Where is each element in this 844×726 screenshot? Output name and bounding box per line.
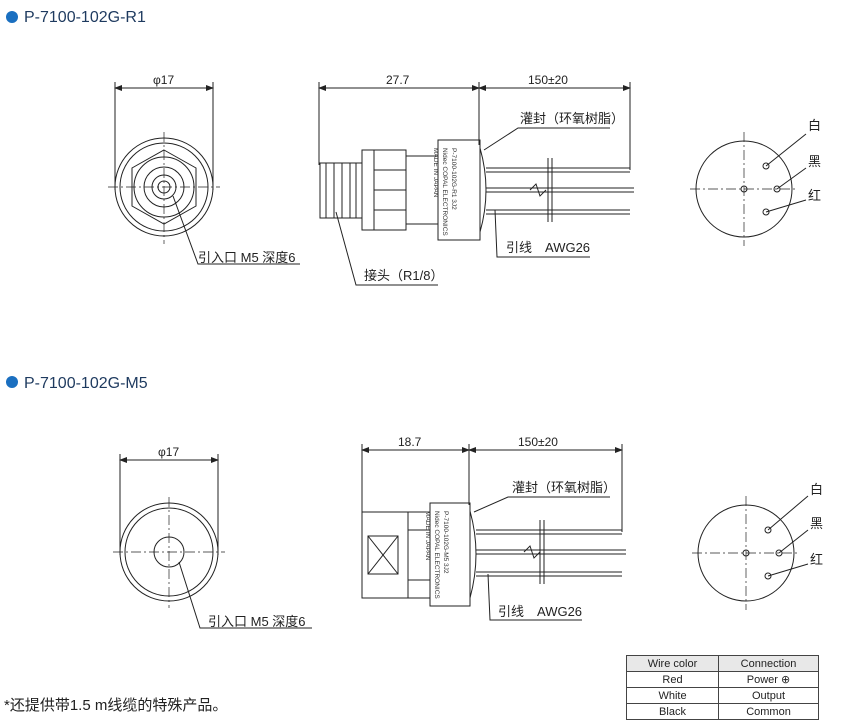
seal-note: 灌封（环氧树脂） xyxy=(520,111,624,126)
rear-view-m5 xyxy=(692,495,809,610)
lead-note: 引线 AWG26 xyxy=(506,240,590,255)
technical-drawing: P-7100-102G-R1 φ17 引入口 M5 深度6 xyxy=(6,9,823,629)
table-header: Connection xyxy=(718,655,819,672)
wire-label-red: 红 xyxy=(810,552,823,567)
wire-label-black: 黑 xyxy=(810,516,823,531)
model-m5: P-7100-102G-M5 φ17 引入口 M5 深度6 xyxy=(6,375,823,629)
seal-note: 灌封（环氧树脂） xyxy=(512,480,616,495)
wire-length-label: 150±20 xyxy=(518,435,558,449)
wire-length-label: 150±20 xyxy=(528,73,568,87)
table-row: White Output xyxy=(626,687,819,704)
wire-label-white: 白 xyxy=(808,118,821,133)
rear-view-r1 xyxy=(690,132,807,246)
length-label: 27.7 xyxy=(386,73,410,87)
table-cell: Black xyxy=(626,703,719,720)
table-cell: Output xyxy=(718,687,819,704)
bullet-icon xyxy=(6,11,18,23)
model-r1: P-7100-102G-R1 φ17 引入口 M5 深度6 xyxy=(6,9,821,286)
nameplate-line-1: P-7100-102G-R1 3J2 xyxy=(450,148,457,210)
nameplate-line-2: Nidec COPAL ELECTRONICS xyxy=(441,148,448,236)
lead-note: 引线 AWG26 xyxy=(498,604,582,619)
front-diameter-label: φ17 xyxy=(153,73,174,87)
table-header-row: Wire color Connection xyxy=(626,655,819,672)
table-cell: Power ⊕ xyxy=(718,671,819,688)
inlet-note: 引入口 M5 深度6 xyxy=(198,250,296,265)
wire-color-table: Wire color Connection Red Power ⊕ White … xyxy=(626,655,819,720)
front-diameter-label: φ17 xyxy=(158,445,179,459)
inlet-note: 引入口 M5 深度6 xyxy=(208,614,306,629)
nameplate-line-1: P-7100-102G-M5 3J2 xyxy=(442,511,449,574)
table-row: Red Power ⊕ xyxy=(626,671,819,688)
front-view-r1 xyxy=(108,82,300,265)
table-row: Black Common xyxy=(626,703,819,720)
nameplate-line-2: Nidec COPAL ELECTRONICS xyxy=(433,511,440,599)
model-title: P-7100-102G-R1 xyxy=(24,9,146,26)
table-cell: White xyxy=(626,687,719,704)
bullet-icon xyxy=(6,376,18,388)
model-title: P-7100-102G-M5 xyxy=(24,375,148,392)
nameplate-line-3: MADE IN JAPAN xyxy=(424,511,431,561)
wire-label-red: 红 xyxy=(808,188,821,203)
side-view-r1 xyxy=(318,82,634,286)
table-cell: Red xyxy=(626,671,719,688)
table-header: Wire color xyxy=(626,655,719,672)
length-label: 18.7 xyxy=(398,435,422,449)
fitting-note: 接头（R1/8） xyxy=(364,268,443,283)
nameplate: P-7100-102G-M5 3J2 Nidec COPAL ELECTRONI… xyxy=(424,511,449,599)
footnote: *还提供带1.5 m线缆的特殊产品。 xyxy=(4,697,228,714)
wire-label-black: 黑 xyxy=(808,154,821,169)
front-view-m5 xyxy=(113,454,312,629)
wire-label-white: 白 xyxy=(810,482,823,497)
table-cell: Common xyxy=(718,703,819,720)
nameplate: P-7100-102G-R1 3J2 Nidec COPAL ELECTRONI… xyxy=(432,148,457,236)
side-view-m5 xyxy=(361,444,626,621)
nameplate-line-3: MADE IN JAPAN xyxy=(432,148,439,198)
